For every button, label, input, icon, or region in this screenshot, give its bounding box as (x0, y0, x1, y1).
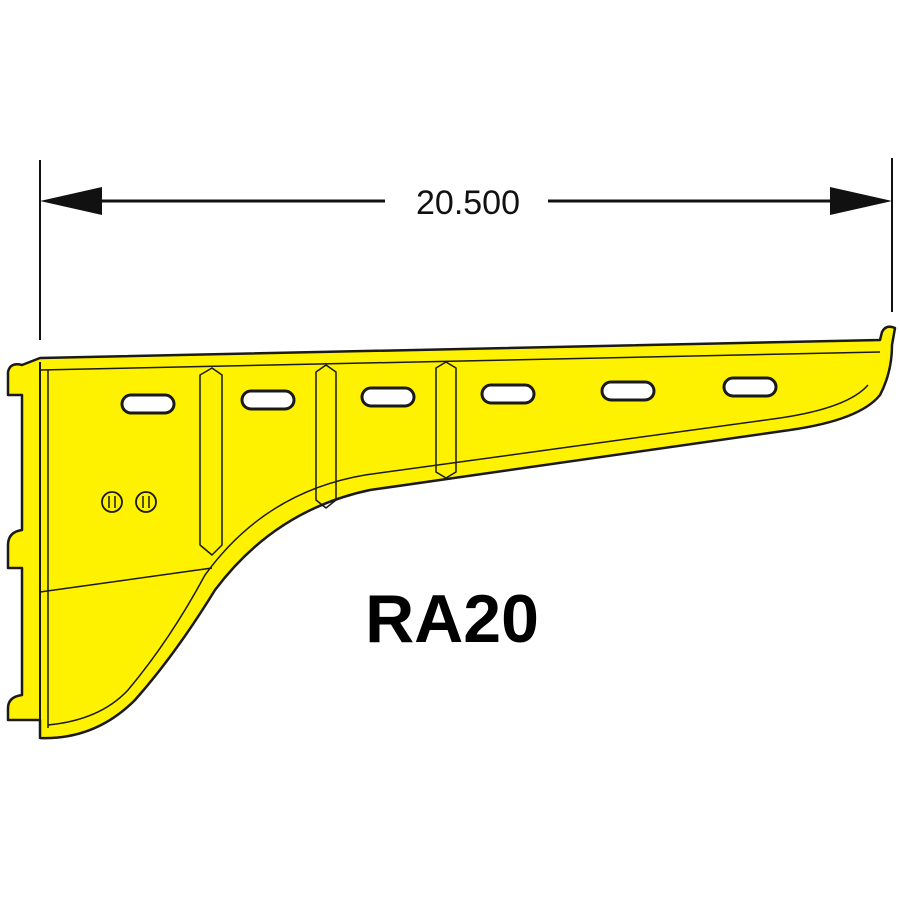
rib-3 (435, 361, 457, 479)
mounting-slot (600, 380, 656, 402)
mounting-slot (360, 386, 416, 408)
bracket-body (6, 325, 897, 740)
rib-2 (315, 364, 337, 509)
rib-1 (199, 367, 223, 556)
mounting-slot (722, 376, 778, 398)
bolt-head (135, 491, 157, 513)
dimension-arrow-right (830, 187, 892, 215)
bolt-group (101, 491, 157, 513)
bolt-head (101, 491, 123, 513)
dimension-arrow-left (40, 187, 102, 215)
dimension-value: 20.500 (416, 184, 520, 222)
bottom-flange-line (47, 384, 869, 726)
mounting-slot (480, 383, 536, 405)
model-label: RA20 (365, 581, 539, 657)
mounting-slot (240, 389, 296, 411)
mounting-slot (120, 393, 176, 415)
horizontal-rib (39, 567, 213, 593)
bracket-outline (6, 325, 897, 740)
top-flange-line (39, 351, 881, 371)
slot-group (120, 376, 778, 415)
